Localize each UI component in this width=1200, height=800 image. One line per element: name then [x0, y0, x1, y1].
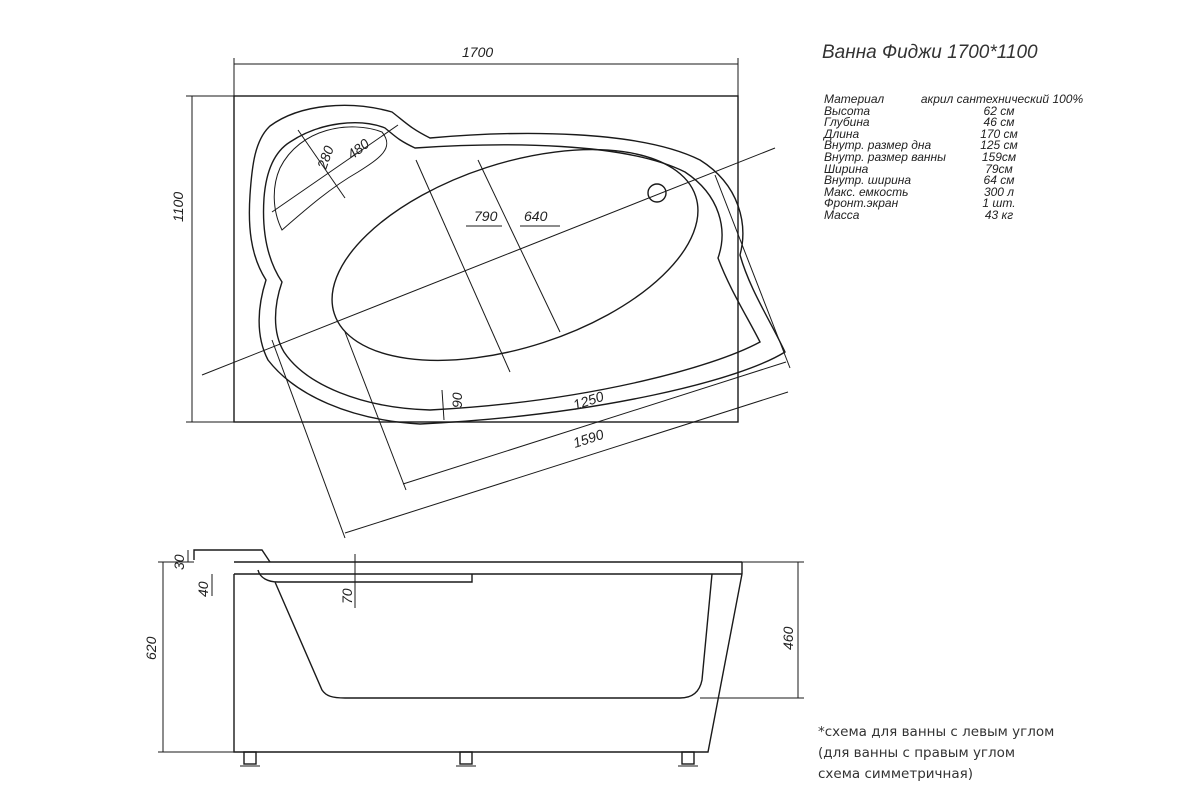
top-view-frame [233, 95, 739, 423]
outer-rim [248, 104, 786, 425]
dim-480-line [271, 124, 399, 213]
side-view: 620 30 40 70 460 [143, 549, 804, 767]
dim-480-label: 480 [344, 135, 372, 162]
foot-left [243, 751, 257, 765]
dim-790-label: 790 [474, 208, 498, 224]
inner-bowl [257, 569, 713, 699]
dim-70-label: 70 [339, 588, 355, 604]
dim-1590-label: 1590 [571, 426, 606, 451]
dim-1250-label: 1250 [571, 388, 606, 413]
dim-1590-line [344, 391, 789, 534]
note-line: *схема для ванны с левым углом [818, 724, 1055, 740]
dim-620-label: 620 [143, 636, 159, 660]
dim-460-label: 460 [780, 626, 796, 650]
dim-1700-label: 1700 [462, 44, 493, 60]
dim-30-label: 30 [171, 554, 187, 570]
dim-790-line [415, 159, 511, 373]
foot-middle [459, 751, 473, 765]
dim-280-label: 280 [313, 143, 336, 172]
note-line: (для ванны с правым углом [818, 745, 1016, 761]
note-line: схема симметричная) [818, 766, 974, 782]
dim-280-line [297, 129, 346, 199]
dim-640-line [477, 159, 561, 333]
dim-40-label: 40 [195, 581, 211, 597]
headrest [193, 549, 271, 563]
symmetry-note: *схема для ванны с левым углом (для ванн… [818, 722, 1054, 785]
foot-right [681, 751, 695, 765]
drain-hole [647, 183, 667, 203]
top-view: 1700 1100 280 480 790 640 90 [170, 44, 791, 539]
inner-rim [262, 122, 761, 411]
dim-90-label: 90 [449, 392, 465, 408]
drawing-title: Ванна Фиджи 1700*1100 [822, 42, 1038, 63]
axis-line [201, 147, 776, 376]
dim-90-line [441, 389, 445, 421]
seat-contour [273, 126, 388, 231]
bowl-ellipse [331, 148, 699, 362]
dim-1100-label: 1100 [170, 192, 186, 222]
dim-640-label: 640 [524, 208, 548, 224]
dim-1250-line [402, 361, 787, 485]
